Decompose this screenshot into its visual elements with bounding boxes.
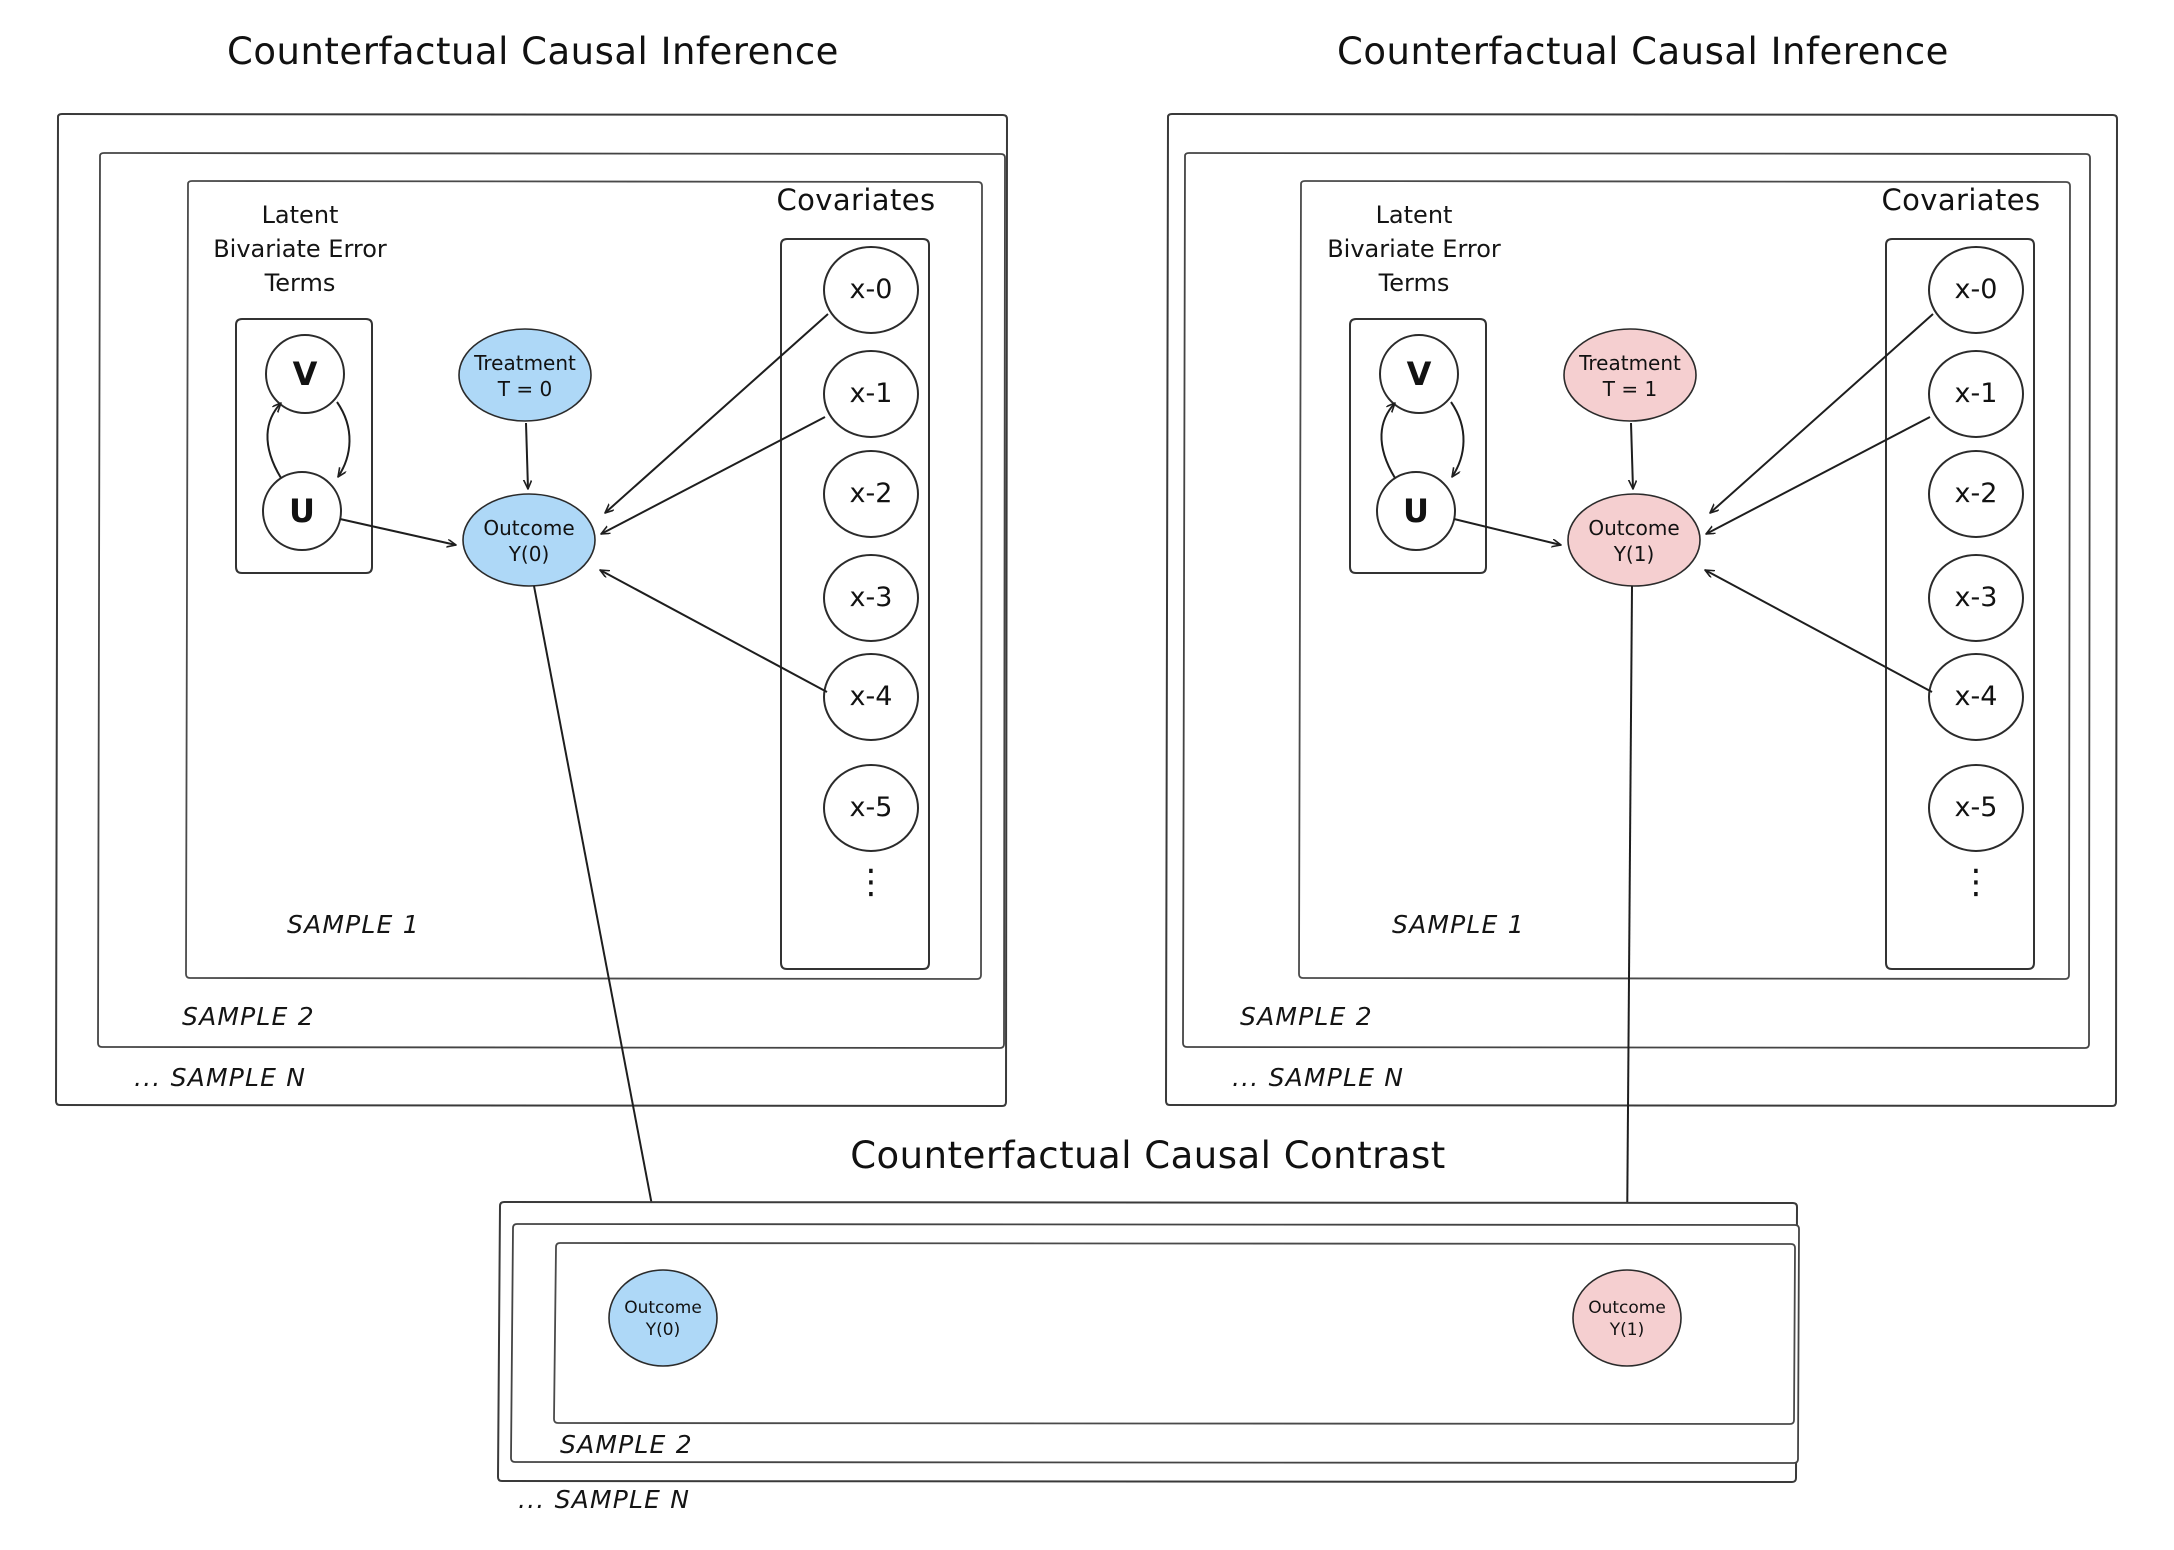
sample-label-control-1: SAMPLE 1: [287, 910, 420, 939]
node-x1-control: [823, 350, 919, 438]
node-x0-treated: [1928, 246, 2024, 334]
latent-caption-line-3: Terms: [264, 269, 336, 298]
panel-treated-covariate-nodes: [1928, 246, 2024, 852]
latent-caption-line-1: Latent: [1375, 201, 1453, 229]
latent-caption-line-1: Latent: [261, 201, 339, 229]
sample-label-contrast-n: ... SAMPLE N: [518, 1485, 691, 1514]
node-x4-control: [823, 653, 919, 741]
edge-x4-to-outcome-control: [600, 569, 828, 693]
edge-U-to-V-control: [266, 403, 282, 479]
latent-caption-line-3: Terms: [1378, 269, 1450, 298]
panel-contrast-frames: [496, 1200, 1800, 1484]
panel-control-covariate-nodes: [823, 246, 919, 852]
edge-V-to-U-treated: [1450, 401, 1465, 477]
sample-label-treated-1: SAMPLE 1: [1392, 910, 1525, 939]
sample-label-treated-n: ... SAMPLE N: [1232, 1063, 1405, 1092]
latent-caption-line-2: Bivariate Error: [1327, 235, 1501, 264]
node-outcome-treated: [1567, 493, 1701, 587]
edge-outcome-treated-to-contrast: [1627, 585, 1633, 1239]
node-x5-treated: [1928, 764, 2024, 852]
node-contrast-outcome-y1: [1572, 1269, 1682, 1367]
node-U-treated: [1376, 471, 1456, 551]
panel-treated-latent-nodes: [1376, 334, 1465, 551]
sample-label-control-n: ... SAMPLE N: [134, 1063, 307, 1092]
edge-U-to-outcome-control: [339, 518, 456, 545]
node-x5-control: [823, 764, 919, 852]
sample-label-treated-2: SAMPLE 2: [1240, 1002, 1373, 1031]
edge-x1-to-outcome-treated: [1706, 416, 1931, 535]
panel-control-latent-nodes: [262, 334, 351, 551]
page-title-treated: Counterfactual Causal Inference: [1337, 30, 1949, 73]
edge-outcome-control-to-contrast: [533, 585, 659, 1242]
edge-U-to-outcome-treated: [1453, 518, 1561, 545]
latent-caption-treated: Latent Bivariate Error Terms: [1299, 198, 1529, 300]
node-U-control: [262, 471, 342, 551]
sample-label-control-2: SAMPLE 2: [182, 1002, 315, 1031]
node-x3-control: [823, 554, 919, 642]
node-V-treated: [1379, 334, 1459, 414]
edge-treatment-to-outcome-treated: [1631, 422, 1633, 489]
covariates-title-control: Covariates: [776, 183, 936, 217]
page-title-control: Counterfactual Causal Inference: [227, 30, 839, 73]
node-treatment-treated: [1563, 328, 1697, 422]
edge-treatment-to-outcome-control: [526, 422, 528, 489]
edge-x0-to-outcome-control: [605, 313, 829, 513]
latent-caption-control: Latent Bivariate Error Terms: [185, 198, 415, 300]
node-contrast-outcome-y0: [608, 1269, 718, 1367]
edge-U-to-V-treated: [1380, 403, 1396, 479]
node-outcome-control: [462, 493, 596, 587]
edge-V-to-U-control: [336, 401, 351, 477]
node-x2-control: [823, 450, 919, 538]
node-x2-treated: [1928, 450, 2024, 538]
covariates-title-treated: Covariates: [1881, 183, 2041, 217]
edge-x4-to-outcome-treated: [1705, 569, 1933, 693]
edge-x0-to-outcome-treated: [1710, 313, 1934, 513]
latent-caption-line-2: Bivariate Error: [213, 235, 387, 264]
node-V-control: [265, 334, 345, 414]
node-x0-control: [823, 246, 919, 334]
node-x1-treated: [1928, 350, 2024, 438]
sample-label-contrast-2: SAMPLE 2: [560, 1430, 693, 1459]
node-x3-treated: [1928, 554, 2024, 642]
node-x4-treated: [1928, 653, 2024, 741]
edge-x1-to-outcome-control: [601, 416, 826, 535]
node-treatment-control: [458, 328, 592, 422]
page-title-contrast: Counterfactual Causal Contrast: [850, 1134, 1446, 1177]
